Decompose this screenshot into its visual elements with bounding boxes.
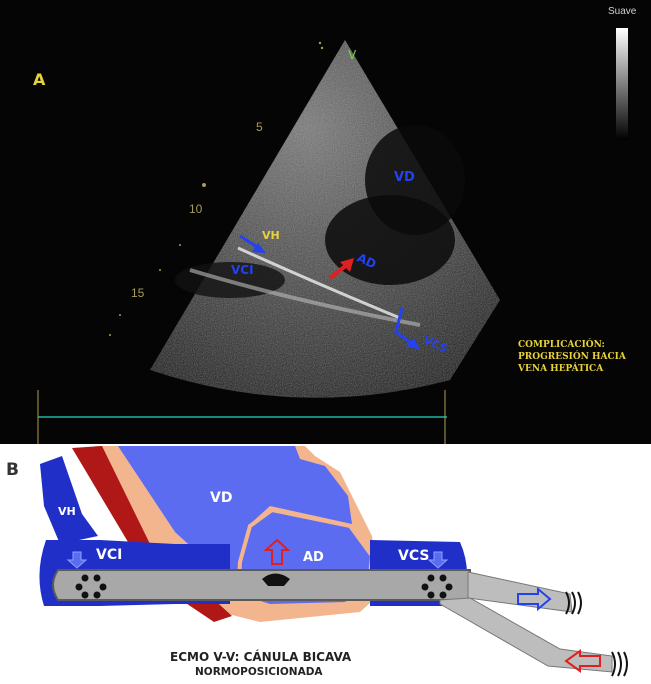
echo-panel: A Suave 5 10 15 V VD VH VCI AD VCS COMPL… <box>0 0 651 444</box>
diagram-panel: B VH VD AD VCI VCS ECMO V-V: CÁNULA BICA… <box>0 444 651 684</box>
diagram-caption-title: ECMO V-V: CÁNULA BICAVA <box>170 650 351 664</box>
diagram-caption-subtitle: NORMOPOSICIONADA <box>195 666 323 678</box>
depth-tick-10: 10 <box>189 202 202 216</box>
diagram-label-vci: VCI <box>96 547 122 563</box>
right-ventricle-echo <box>365 125 465 235</box>
label-vh: VH <box>262 229 280 242</box>
depth-tick-15: 15 <box>131 286 144 300</box>
depth-tick-5: 5 <box>256 120 263 134</box>
echo-image <box>0 0 651 444</box>
cannula-branch-lower <box>440 598 612 672</box>
complication-line-3: VENA HEPÁTICA <box>518 363 626 375</box>
label-vci: VCI <box>231 263 254 277</box>
panel-a-letter: A <box>33 70 45 89</box>
cannula-body <box>53 570 470 600</box>
diagram-label-vh: VH <box>58 505 76 518</box>
diagram-label-vd: VD <box>210 490 232 506</box>
complication-line-1: COMPLICACIÓN: <box>518 339 626 351</box>
complication-line-2: PROGRESIÓN HACIA <box>518 351 626 363</box>
panel-b-letter: B <box>6 460 19 480</box>
grayscale-bar <box>616 28 628 140</box>
complication-note: COMPLICACIÓN: PROGRESIÓN HACIA VENA HEPÁ… <box>518 339 626 375</box>
bicaval-cannula-diagram <box>0 444 651 684</box>
gain-label: Suave <box>608 6 636 17</box>
diagram-label-ad: AD <box>303 550 324 565</box>
diagram-label-vcs: VCS <box>398 548 429 564</box>
label-vd: VD <box>394 170 415 185</box>
label-v: V <box>348 48 356 62</box>
